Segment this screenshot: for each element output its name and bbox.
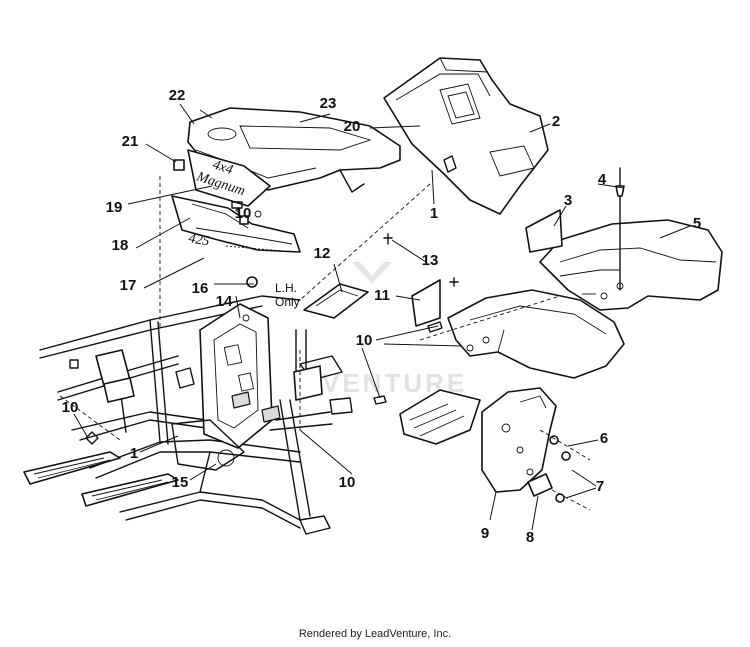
callout-20: 20 [344, 118, 361, 135]
reflector-3 [525, 209, 563, 253]
lh-note-line1: L.H. [275, 281, 297, 295]
hood-decal [187, 149, 271, 207]
reflector-11 [411, 279, 441, 327]
callout-1: 1 [130, 445, 138, 462]
bracket-12 [303, 283, 369, 319]
leader-lines [59, 103, 691, 531]
callout-5: 5 [693, 215, 701, 232]
mud-flap-assembly [399, 387, 571, 503]
callout-1: 1 [430, 205, 438, 222]
front-rack-assembly [383, 57, 549, 215]
callout-23: 23 [320, 95, 337, 112]
callout-13: 13 [422, 252, 439, 269]
rear-fender-assembly [539, 219, 723, 311]
left-fender-assembly [447, 289, 625, 379]
callout-8: 8 [526, 529, 534, 546]
antenna-4 [615, 167, 625, 291]
callout-22: 22 [169, 87, 186, 104]
callout-10: 10 [356, 332, 373, 349]
callout-12: 12 [314, 245, 331, 262]
callout-10: 10 [62, 399, 79, 416]
frame-assembly [23, 295, 353, 535]
callout-3: 3 [564, 192, 572, 209]
callout-4: 4 [598, 171, 607, 188]
callout-14: 14 [216, 293, 233, 310]
plate-8 [527, 473, 553, 497]
callout-10: 10 [339, 474, 356, 491]
hood-decal-line1: 4x4 [211, 158, 235, 179]
watermark: VENTURE [322, 262, 464, 398]
side-panel [171, 195, 301, 253]
lh-note-line2: Only [275, 295, 300, 309]
rack-housing [383, 57, 549, 215]
callout-11: 11 [374, 287, 390, 304]
callout-17: 17 [120, 277, 137, 294]
lh-only-note: L.H. Only [275, 281, 300, 309]
callout-6: 6 [600, 430, 608, 447]
footer-credit: Rendered by LeadVenture, Inc. [298, 628, 452, 640]
callout-16: 16 [192, 280, 209, 297]
callout-15: 15 [172, 474, 189, 491]
front-hood-assembly: 4x4 Magnum 425 [171, 107, 401, 253]
callout-21: 21 [122, 133, 139, 150]
clip-21 [173, 159, 185, 171]
side-panel-decal: 425 [187, 231, 210, 249]
callout-10: 10 [235, 205, 252, 222]
left-fender [447, 289, 625, 379]
rear-fender [539, 219, 723, 311]
callout-2: 2 [552, 113, 560, 130]
callout-19: 19 [106, 199, 123, 216]
left-footrest [23, 451, 121, 485]
mud-flap [481, 387, 557, 493]
callout-7: 7 [596, 478, 604, 495]
callout-9: 9 [481, 525, 489, 542]
callout-18: 18 [112, 237, 129, 254]
